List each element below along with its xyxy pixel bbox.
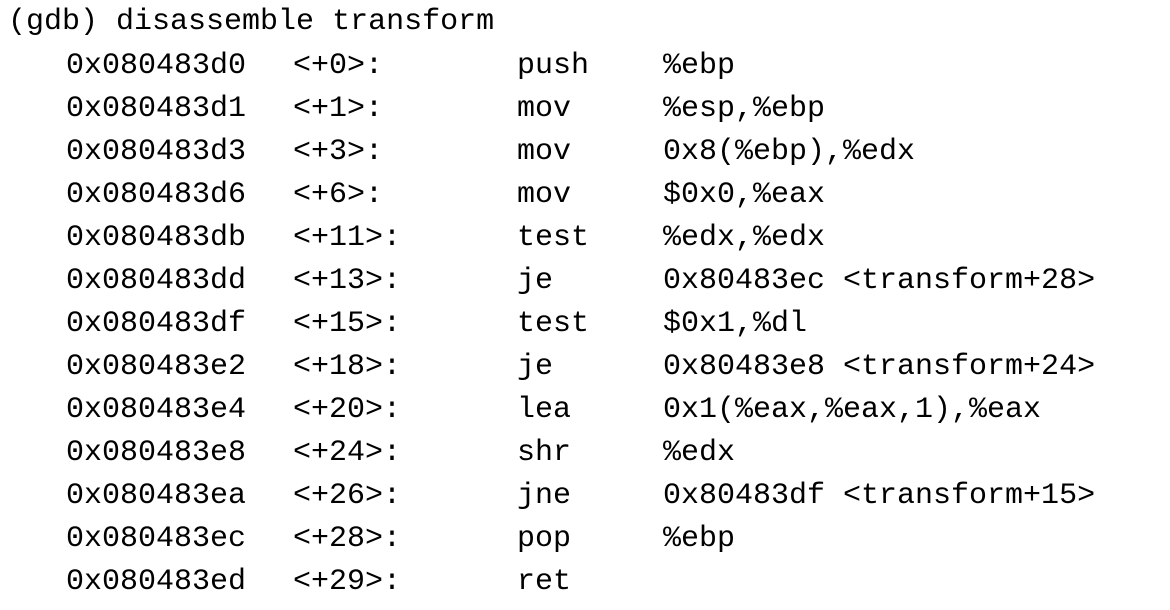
instruction-row: 0x080483e8 <+24>: shr %edx	[0, 432, 1170, 475]
instruction-row: 0x080483d1 <+1>: mov %esp,%ebp	[0, 88, 1170, 131]
instruction-mnemonic: jne	[517, 479, 572, 513]
instruction-offset: <+13>:	[293, 264, 402, 298]
instruction-address: 0x080483dd	[66, 264, 247, 298]
instruction-offset: <+11>:	[293, 221, 402, 255]
instruction-operands: 0x80483df <transform+15>	[663, 479, 1096, 513]
instruction-row: 0x080483e2 <+18>: je 0x80483e8 <transform+2…	[0, 346, 1170, 389]
instruction-mnemonic: test	[517, 307, 590, 341]
instruction-row: 0x080483db <+11>: test %edx,%edx	[0, 217, 1170, 260]
instruction-mnemonic: shr	[517, 436, 572, 470]
instruction-row: 0x080483d3 <+3>: mov 0x8(%ebp),%edx	[0, 131, 1170, 174]
instruction-row: 0x080483d6 <+6>: mov $0x0,%eax	[0, 174, 1170, 217]
instruction-offset: <+1>:	[293, 92, 384, 126]
instruction-operands: %ebp	[663, 49, 736, 83]
instruction-offset: <+28>:	[293, 522, 402, 556]
instruction-operands: 0x80483ec <transform+28>	[663, 264, 1096, 298]
command-line: (gdb) disassemble transform	[8, 2, 494, 42]
instruction-address: 0x080483df	[66, 307, 247, 341]
instruction-operands: 0x8(%ebp),%edx	[663, 135, 916, 169]
instruction-operands: %esp,%ebp	[663, 92, 826, 126]
instruction-row: 0x080483ea <+26>: jne 0x80483df <transform+…	[0, 475, 1170, 518]
instruction-offset: <+20>:	[293, 393, 402, 427]
instruction-row: 0x080483d0 <+0>: push %ebp	[0, 45, 1170, 88]
instruction-address: 0x080483e4	[66, 393, 247, 427]
instruction-address: 0x080483d0	[66, 49, 247, 83]
instruction-offset: <+15>:	[293, 307, 402, 341]
disassembly-listing: 0x080483d0 <+0>: push %ebp 0x080483d1 <+1>: m…	[0, 45, 1170, 604]
instruction-address: 0x080483ec	[66, 522, 247, 556]
instruction-operands: 0x1(%eax,%eax,1),%eax	[663, 393, 1042, 427]
instruction-row: 0x080483e4 <+20>: lea 0x1(%eax,%eax,1),%eax	[0, 389, 1170, 432]
instruction-operands: %edx	[663, 436, 736, 470]
instruction-address: 0x080483e2	[66, 350, 247, 384]
instruction-address: 0x080483e8	[66, 436, 247, 470]
instruction-operands: 0x80483e8 <transform+24>	[663, 350, 1096, 384]
instruction-mnemonic: mov	[517, 178, 572, 212]
instruction-mnemonic: je	[517, 350, 554, 384]
instruction-row: 0x080483dd <+13>: je 0x80483ec <transform+2…	[0, 260, 1170, 303]
gdb-prompt: (gdb)	[8, 5, 99, 39]
instruction-mnemonic: push	[517, 49, 590, 83]
instruction-mnemonic: je	[517, 264, 554, 298]
instruction-operands: $0x1,%dl	[663, 307, 808, 341]
instruction-offset: <+6>:	[293, 178, 384, 212]
instruction-row: 0x080483df <+15>: test $0x1,%dl	[0, 303, 1170, 346]
instruction-offset: <+29>:	[293, 565, 402, 599]
instruction-operands: $0x0,%eax	[663, 178, 826, 212]
instruction-mnemonic: pop	[517, 522, 572, 556]
instruction-offset: <+0>:	[293, 49, 384, 83]
instruction-mnemonic: mov	[517, 135, 572, 169]
instruction-operands: %edx,%edx	[663, 221, 826, 255]
instruction-address: 0x080483d1	[66, 92, 247, 126]
instruction-address: 0x080483ea	[66, 479, 247, 513]
instruction-address: 0x080483ed	[66, 565, 247, 599]
instruction-row: 0x080483ed <+29>: ret	[0, 561, 1170, 604]
instruction-address: 0x080483d6	[66, 178, 247, 212]
instruction-address: 0x080483db	[66, 221, 247, 255]
gdb-command: disassemble transform	[116, 5, 495, 39]
instruction-row: 0x080483ec <+28>: pop %ebp	[0, 518, 1170, 561]
instruction-offset: <+24>:	[293, 436, 402, 470]
instruction-mnemonic: mov	[517, 92, 572, 126]
instruction-address: 0x080483d3	[66, 135, 247, 169]
instruction-mnemonic: lea	[517, 393, 572, 427]
instruction-mnemonic: ret	[517, 565, 572, 599]
instruction-operands: %ebp	[663, 522, 736, 556]
instruction-offset: <+18>:	[293, 350, 402, 384]
instruction-offset: <+26>:	[293, 479, 402, 513]
instruction-offset: <+3>:	[293, 135, 384, 169]
instruction-mnemonic: test	[517, 221, 590, 255]
